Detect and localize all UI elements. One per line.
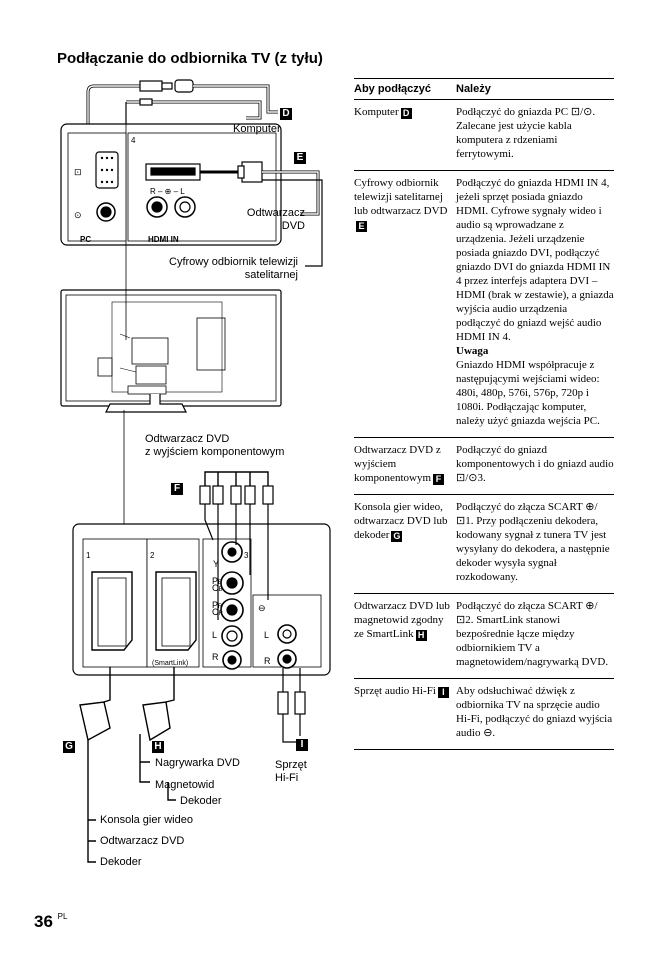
- label-dekoder2: Dekoder: [100, 856, 142, 868]
- comp3-label: 3: [244, 551, 249, 560]
- svg-text:⊡: ⊡: [74, 167, 82, 177]
- note-title: Uwaga: [456, 345, 489, 357]
- port-pc-label: PC: [80, 235, 92, 244]
- svg-text:PB: PB: [212, 576, 222, 586]
- device-text: Odtwarzacz DVD z wyjściem komponentowym: [354, 444, 441, 484]
- label-sprzet-line2: Hi-Fi: [275, 772, 299, 784]
- label-dekoder-small: Dekoder: [180, 795, 222, 807]
- scart2-label: 2: [150, 551, 155, 560]
- device-badge: E: [356, 221, 367, 232]
- svg-text:CB: CB: [212, 583, 223, 593]
- badge-f: F: [171, 483, 183, 495]
- label-konsola: Konsola gier wideo: [100, 814, 193, 826]
- row-action: Aby odsłuchiwać dźwięk z odbiornika TV n…: [456, 678, 614, 750]
- label-satellite-line2: satelitarnej: [244, 269, 298, 281]
- svg-text:R: R: [212, 652, 219, 662]
- page-number: 36 PL: [34, 912, 67, 932]
- svg-text:⊖: ⊖: [258, 603, 266, 613]
- device-text: Sprzęt audio Hi-Fi: [354, 685, 436, 697]
- svg-text:PR: PR: [212, 600, 223, 610]
- page-number-value: 36: [34, 912, 53, 931]
- table-row: Konsola gier wideo, odtwarzacz DVD lub d…: [354, 494, 614, 594]
- label-odtwarzacz2: Odtwarzacz DVD: [100, 835, 185, 847]
- label-component-line1: Odtwarzacz DVD: [145, 433, 230, 445]
- table-row: Odtwarzacz DVD lub magnetowid zgodny ze …: [354, 593, 614, 679]
- port-rl-label: R – ⊕ – L: [150, 187, 185, 196]
- header-device: Aby podłączyć: [354, 78, 456, 100]
- label-komputer: Komputer: [233, 123, 281, 135]
- row-action: Podłączyć do złącza SCART ⊕/⊡1. Przy pod…: [456, 494, 614, 594]
- label-component-line2: z wyjściem komponentowym: [145, 446, 285, 458]
- label-satellite: Cyfrowy odbiornik telewizji satelitarnej: [150, 256, 298, 282]
- row-action: Podłączyć do złącza SCART ⊕/⊡2. SmartLin…: [456, 593, 614, 679]
- page-lang: PL: [57, 912, 68, 921]
- device-text: Cyfrowy odbiornik telewizji satelitarnej…: [354, 177, 448, 217]
- row-device: Cyfrowy odbiornik telewizji satelitarnej…: [354, 170, 456, 438]
- device-badge: F: [433, 474, 444, 485]
- row-device: Odtwarzacz DVD lub magnetowid zgodny ze …: [354, 593, 456, 679]
- row-action: Podłączyć do gniazd komponentowych i do …: [456, 437, 614, 495]
- device-badge: D: [400, 108, 412, 119]
- page-title: Podłączanie do odbiornika TV (z tyłu): [57, 50, 323, 67]
- action-text: Podłączyć do gniazda HDMI IN 4, jeżeli s…: [456, 177, 614, 343]
- badge-e: E: [294, 152, 306, 164]
- label-odtwarzacz-line1: Odtwarzacz: [246, 207, 305, 219]
- label-odtwarzacz-dvd: Odtwarzacz DVD: [225, 207, 305, 233]
- badge-g: G: [63, 741, 75, 753]
- smartlink-label: (SmartLink): [152, 660, 189, 667]
- note-text: Gniazdo HDMI współpracuje z następującym…: [456, 359, 600, 427]
- table-row: Cyfrowy odbiornik telewizji satelitarnej…: [354, 170, 614, 438]
- badge-d: D: [280, 108, 292, 120]
- device-text: Komputer: [354, 106, 399, 118]
- label-component-dvd: Odtwarzacz DVD z wyjściem komponentowym: [145, 433, 284, 459]
- table-header-row: Aby podłączyć Należy: [354, 78, 614, 100]
- scart1-label: 1: [86, 551, 91, 560]
- label-odtwarzacz-line2: DVD: [281, 220, 305, 232]
- badge-h: H: [152, 741, 164, 753]
- port-hdmi-label: HDMI IN: [148, 235, 179, 244]
- label-sprzet-hifi: Sprzęt Hi-Fi: [275, 759, 307, 785]
- svg-text:Y: Y: [213, 559, 219, 569]
- row-action: Podłączyć do gniazda HDMI IN 4, jeżeli s…: [456, 170, 614, 438]
- label-sprzet-line1: Sprzęt: [275, 759, 307, 771]
- svg-text:R: R: [264, 656, 271, 666]
- label-nagrywarka: Nagrywarka DVD: [155, 757, 240, 769]
- svg-text:⊙: ⊙: [74, 210, 82, 220]
- svg-text:L: L: [264, 630, 269, 640]
- svg-text:L: L: [212, 630, 217, 640]
- header-action: Należy: [456, 78, 614, 100]
- label-magnetowid: Magnetowid: [155, 779, 215, 791]
- badge-i: I: [296, 739, 308, 751]
- port-4-label: 4: [131, 136, 136, 145]
- row-device: Konsola gier wideo, odtwarzacz DVD lub d…: [354, 494, 456, 594]
- device-badge: H: [415, 630, 427, 641]
- device-badge: G: [391, 531, 403, 542]
- label-satellite-line1: Cyfrowy odbiornik telewizji: [169, 256, 298, 268]
- device-text: Odtwarzacz DVD lub magnetowid zgodny ze …: [354, 600, 450, 640]
- device-badge: I: [437, 687, 449, 698]
- row-action: Podłączyć do gniazda PC ⊡/⊙. Zalecane je…: [456, 99, 614, 171]
- device-text: Konsola gier wideo, odtwarzacz DVD lub d…: [354, 501, 448, 541]
- svg-text:CR: CR: [212, 607, 224, 617]
